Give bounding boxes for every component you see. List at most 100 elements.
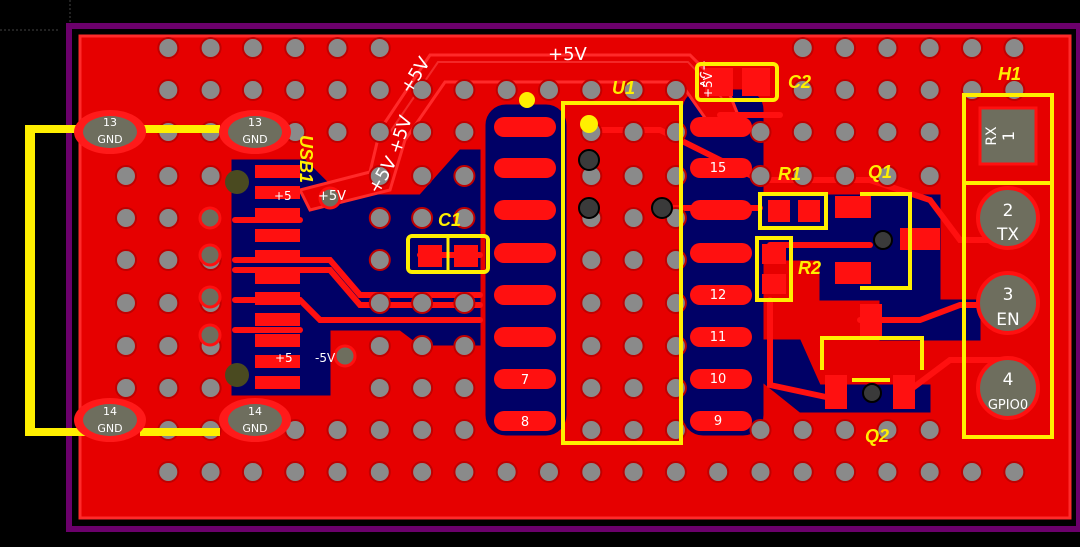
via-hole	[918, 79, 941, 101]
u1-designator: U1	[612, 78, 635, 98]
via-hole	[834, 37, 857, 59]
via-hole	[918, 37, 941, 59]
u1-pin-label: +5V	[701, 71, 715, 98]
via-hole	[918, 419, 941, 441]
via-hole	[115, 207, 137, 229]
u1-pin-num: 12	[710, 288, 727, 303]
via-hole	[241, 79, 264, 101]
via-hole	[749, 461, 772, 483]
h1-header: H1 1 RX 2 TX 3 EN 4 GPIO0	[962, 64, 1054, 439]
r2-designator: R2	[798, 258, 821, 278]
usb-pad-num: 14	[103, 405, 117, 418]
header-pin-num: 1	[999, 131, 1018, 141]
via-hole	[411, 292, 434, 314]
via-hole	[538, 79, 560, 101]
via-hole	[453, 461, 476, 483]
usb-pad-label: GND	[97, 133, 122, 146]
via-hole	[495, 461, 518, 483]
usb-pad-num: 13	[248, 116, 262, 129]
via-hole	[622, 121, 645, 143]
usb-pad-num: 14	[248, 405, 262, 418]
usb-pad-num: 13	[103, 116, 117, 129]
via-hole	[876, 79, 899, 101]
header-pin-label: TX	[996, 225, 1019, 245]
via-hole	[622, 377, 645, 399]
via-hole	[411, 419, 434, 441]
usb-pad-label: GND	[97, 422, 122, 435]
via-hole	[580, 461, 603, 483]
via-grid	[115, 37, 1026, 483]
via-hole	[326, 419, 349, 441]
u1-pin-num: 11	[710, 330, 727, 345]
via-hole	[368, 121, 391, 143]
via-hole	[453, 165, 476, 187]
via-hole	[368, 292, 391, 314]
via-hole	[241, 461, 264, 483]
via-hole	[622, 419, 645, 441]
usb-net-label: +5V	[318, 189, 346, 204]
via-hole	[961, 37, 983, 59]
usb-net-label: +5	[275, 351, 293, 365]
usb-designator: USB1	[296, 135, 316, 183]
via-hole	[453, 79, 476, 101]
via-hole	[791, 79, 814, 101]
via-hole	[834, 461, 857, 483]
via-hole	[326, 121, 349, 143]
via-hole	[368, 461, 391, 483]
via-hole	[1003, 37, 1026, 59]
via-hole	[453, 292, 476, 314]
via-hole	[538, 461, 560, 483]
via-hole	[157, 335, 180, 357]
usb-connector: 13 GND 13 GND 14 GND 14 GND	[25, 110, 357, 442]
via-hole	[241, 37, 264, 59]
via-hole	[411, 207, 434, 229]
via-hole	[284, 79, 307, 101]
usb-pad-label: GND	[242, 133, 267, 146]
q2-designator: Q2	[865, 426, 889, 446]
via-hole	[453, 419, 476, 441]
via-hole	[1003, 461, 1026, 483]
via-hole	[199, 79, 222, 101]
via-hole	[284, 461, 307, 483]
via-hole	[199, 165, 222, 187]
u1-pin-num: 15	[710, 161, 727, 176]
via-hole	[749, 165, 772, 187]
via-hole	[834, 419, 857, 441]
via-hole	[326, 79, 349, 101]
header-pin-num: 2	[1003, 201, 1014, 221]
h1-designator: H1	[998, 64, 1021, 84]
via-hole	[622, 249, 645, 271]
via-hole	[157, 377, 180, 399]
via-hole	[622, 335, 645, 357]
r1-footprint: R1	[758, 164, 828, 230]
via-hole	[622, 461, 645, 483]
q1-footprint: Q1	[835, 162, 940, 290]
via-hole	[749, 419, 772, 441]
via-hole	[876, 419, 899, 441]
via-hole	[622, 207, 645, 229]
via-hole	[157, 249, 180, 271]
via-hole	[664, 79, 687, 101]
via-hole	[791, 37, 814, 59]
via-hole	[199, 461, 222, 483]
via-hole	[918, 461, 941, 483]
c1-footprint: C1	[406, 210, 490, 274]
via-hole	[495, 79, 518, 101]
via-hole	[580, 419, 603, 441]
via-hole	[791, 419, 814, 441]
u1-pin-num: 9	[714, 414, 722, 429]
via-hole	[749, 121, 772, 143]
via-hole	[580, 249, 603, 271]
via-hole	[411, 79, 434, 101]
via-hole	[622, 165, 645, 187]
via-hole	[411, 335, 434, 357]
via-hole	[918, 121, 941, 143]
via-hole	[157, 292, 180, 314]
via-hole	[707, 461, 730, 483]
r2-footprint: R2	[755, 236, 821, 302]
c2-footprint: C2	[695, 62, 811, 102]
header-pin-num: 4	[1003, 370, 1014, 390]
c1-designator: C1	[438, 210, 461, 230]
via-hole	[580, 292, 603, 314]
